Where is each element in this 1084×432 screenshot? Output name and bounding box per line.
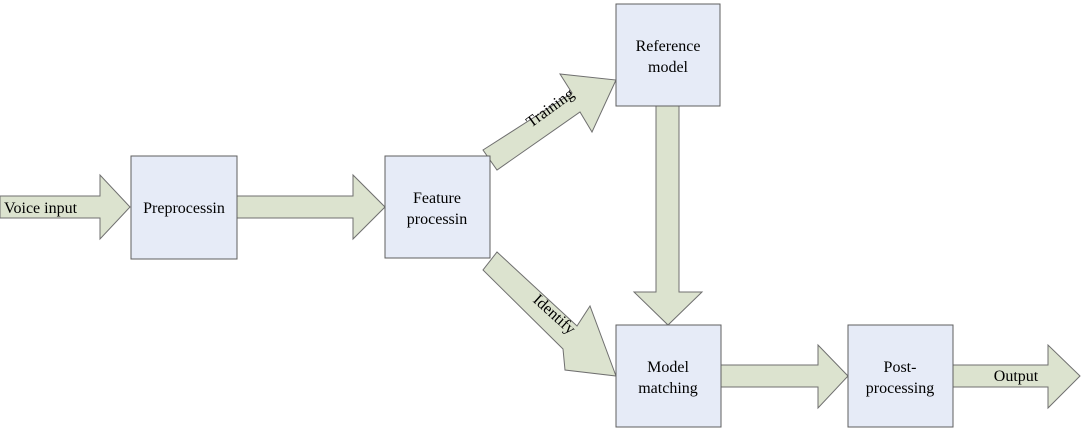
arrow-identify bbox=[482, 251, 617, 377]
arrow-preprocessing-to-feature bbox=[236, 173, 386, 241]
output-label: Output bbox=[994, 368, 1039, 385]
post-label-line1: Post- bbox=[884, 359, 917, 376]
matching-label-line1: Model bbox=[647, 359, 689, 376]
node-preprocessing bbox=[130, 155, 238, 260]
arrow-training bbox=[482, 73, 617, 171]
arrow-reference-to-matching bbox=[632, 105, 704, 326]
arrow-matching-to-post bbox=[720, 343, 849, 410]
feature-label-line2: processin bbox=[407, 211, 467, 228]
reference-label-line1: Reference bbox=[636, 38, 701, 55]
reference-label-line2: model bbox=[648, 59, 689, 76]
arrow-output bbox=[952, 343, 1081, 410]
matching-label-line2: matching bbox=[638, 380, 698, 397]
preprocessing-label: Preprocessin bbox=[143, 200, 225, 217]
post-label-line2: processing bbox=[866, 380, 934, 397]
node-feature-processing bbox=[384, 155, 491, 259]
node-post-processing bbox=[847, 324, 954, 428]
node-model-matching bbox=[615, 324, 722, 428]
node-reference-model bbox=[615, 3, 721, 107]
feature-label-line1: Feature bbox=[413, 190, 461, 207]
voice-input-label: Voice input bbox=[4, 200, 78, 217]
arrow-voice-input bbox=[0, 173, 131, 241]
